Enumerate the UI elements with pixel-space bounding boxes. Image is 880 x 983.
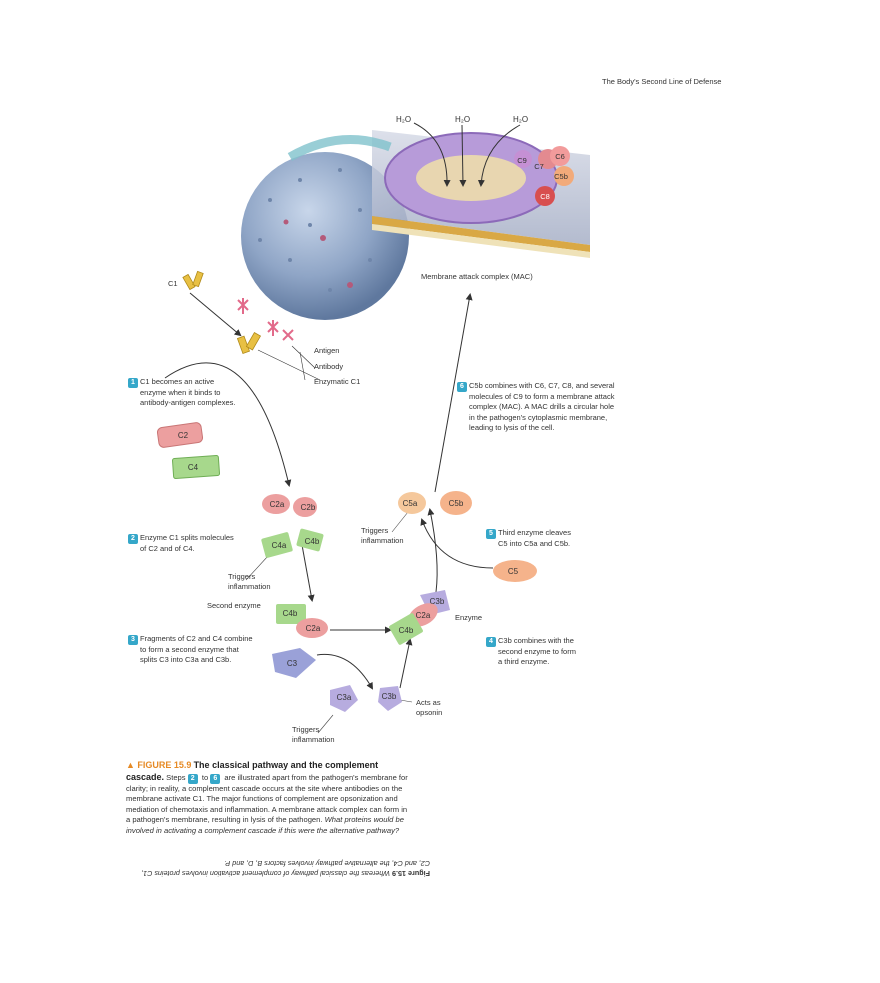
c3b-molecule [378, 686, 402, 711]
c5a-label: C5a [403, 499, 418, 508]
c3-label: C3 [287, 659, 298, 668]
c2a-label-2: C2a [306, 624, 321, 633]
mac-c9-label: C9 [517, 156, 527, 165]
mac-protein-labels: C9 C7 C6 C5b C8 [517, 152, 568, 201]
step-3-text: Fragments of C2 and C4 combine to form a… [140, 634, 253, 664]
c2a-label: C2a [270, 500, 285, 509]
water-label-3: H₂O [513, 115, 528, 124]
caption-step-badge-a: 2 [187, 773, 198, 784]
figure-title: The classical pathway and the complement… [126, 760, 379, 782]
mac-c8-label: C8 [540, 192, 550, 201]
step-6-badge: 6 [457, 382, 467, 392]
c2-label: C2 [178, 431, 189, 440]
enzymatic-c1-label: Enzymatic C1 [314, 377, 361, 386]
water-labels: H₂O H₂O H₂O [396, 115, 528, 124]
c4a-molecule [261, 532, 293, 558]
c4b-enzyme-part [389, 613, 423, 645]
antibody-label: Antibody [314, 362, 344, 371]
step-2-badge: 2 [128, 534, 138, 544]
leader-lines [245, 511, 413, 734]
triggers-inflammation-label-1: Triggers inflammation [361, 526, 404, 545]
c4-label: C4 [188, 463, 199, 472]
caption-body: are illustrated apart from the pathogen'… [126, 772, 408, 825]
mac-pore [384, 132, 574, 224]
c5-label: C5 [508, 567, 519, 576]
c4-molecule [171, 455, 221, 479]
second-enzyme-label: Second enzyme [207, 601, 261, 610]
c4b-enzyme-label: C4b [399, 626, 414, 635]
antibody-antigen-complex [182, 270, 294, 355]
pathogen-cell [241, 152, 409, 320]
acts-as-opsonin-label: Acts as opsonin [416, 698, 443, 717]
c4b-label: C4b [305, 537, 320, 546]
step-5-text: Third enzyme cleaves C5 into C5a and C5b… [498, 528, 571, 548]
c3a-label: C3a [337, 693, 352, 702]
c3a-molecule [330, 685, 358, 712]
c2-molecule [156, 422, 204, 448]
antigen-label: Antigen [314, 346, 340, 355]
c5-molecule [493, 560, 537, 582]
step-1-badge: 1 [128, 378, 138, 388]
c1-label: C1 [168, 279, 178, 288]
caption-step-badge-b: 6 [210, 773, 221, 784]
c5a-molecule [398, 492, 426, 514]
mac-c7-label: C7 [534, 162, 544, 171]
water-label-2: H₂O [455, 115, 470, 124]
answer-text: Whereas the classical pathway of complem… [141, 859, 430, 878]
c2a-enzyme-label: C2a [416, 611, 431, 620]
c4b-molecule-2 [276, 604, 306, 624]
c4a-label: C4a [272, 541, 287, 550]
answer-label: Figure 15.9 [392, 869, 430, 878]
mac-label: Membrane attack complex (MAC) [421, 272, 533, 281]
caption-to: to [201, 772, 209, 782]
figure-caption: ▲ FIGURE 15.9 The classical pathway and … [126, 760, 410, 837]
step-3-badge: 3 [128, 635, 138, 645]
step-4-badge: 4 [486, 637, 496, 647]
c3b-label: C3b [382, 692, 397, 701]
figure-label: ▲ FIGURE 15.9 [126, 760, 192, 770]
enzyme-label: Enzyme [455, 613, 483, 622]
water-label-1: H₂O [396, 115, 411, 124]
c4b-molecule [296, 528, 324, 552]
c4b-label-2: C4b [283, 609, 298, 618]
caption-lead: Steps [166, 772, 186, 782]
c2b-label: C2b [301, 503, 316, 512]
c2a-molecule [262, 494, 290, 514]
molecules: C2 C4 C2a C2b C4a C4b C4b C2a C3 C3a C3b… [156, 422, 537, 712]
step-4-text: C3b combines with the second enzyme to f… [498, 636, 576, 666]
c3-molecule [272, 648, 316, 678]
flow-arrows [164, 292, 494, 690]
water-arrows [413, 122, 521, 187]
step-6-text: C5b combines with C6, C7, C8, and severa… [469, 381, 615, 432]
c2a-molecule-2 [296, 618, 328, 638]
upside-down-answer: Figure 15.9 Whereas the classical pathwa… [130, 858, 430, 878]
triggers-inflammation-label-2: Triggers inflammation [228, 572, 271, 591]
mac-c6-label: C6 [555, 152, 565, 161]
c3b-enzyme-label: C3b [430, 597, 445, 606]
step-1-text: C1 becomes an active enzyme when it bind… [140, 377, 236, 407]
caption-question: What proteins would be involved in activ… [126, 815, 404, 835]
c5b-label: C5b [449, 499, 464, 508]
step-2-text: Enzyme C1 splits molecules of C2 and of … [140, 533, 234, 553]
mac-c5b-label: C5b [554, 172, 568, 181]
triggers-inflammation-label-3: Triggers inflammation [292, 725, 335, 744]
c5b-molecule [440, 491, 472, 515]
step-5-badge: 5 [486, 529, 496, 539]
c2b-molecule [293, 497, 317, 517]
running-header: The Body's Second Line of Defense [602, 77, 722, 86]
